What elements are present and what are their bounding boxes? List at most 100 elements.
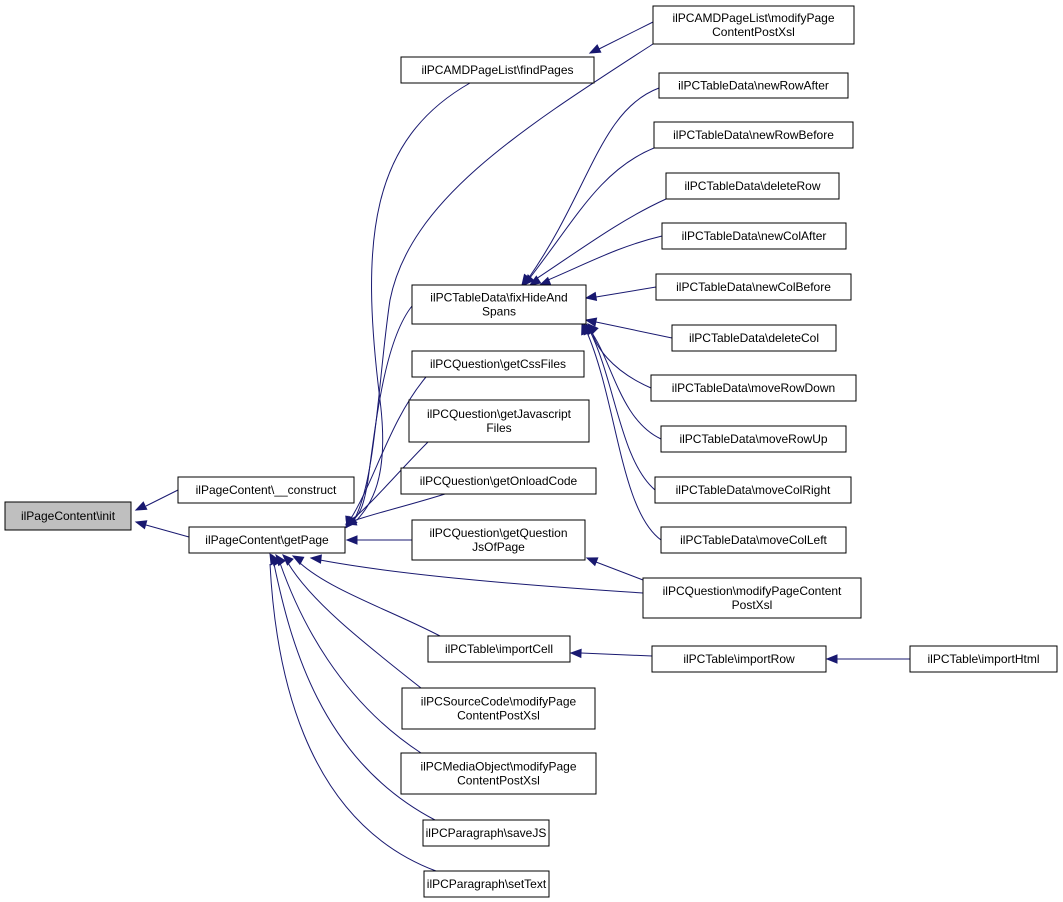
node-box [411,284,587,325]
node-init[interactable]: ilPageContent\init [4,501,132,531]
node-box [400,752,597,795]
edge-importcell-getpage-arrowhead [291,555,305,566]
node-new-col-before[interactable]: ilPCTableData\newColBefore [655,273,852,301]
node-box [408,399,590,443]
node-delete-row[interactable]: ilPCTableData\deleteRow [665,172,840,200]
node-label-line: ilPageContent\init [21,509,116,523]
edges-layer [134,21,910,872]
node-box [655,273,852,301]
node-box [400,56,595,84]
node-label-line: ilPCTable\importCell [445,642,553,656]
node-label-line: ilPageContent\getPage [205,533,329,547]
node-save-j-s[interactable]: ilPCParagraph\saveJS [422,819,550,847]
edge-movecolleft-fixhide-arrowhead [581,322,591,336]
node-label-line: ilPCTableData\moveRowUp [679,432,827,446]
node-label-line: ilPCTable\importHtml [927,652,1039,666]
node-label-line: ilPCSourceCode\modifyPage [421,695,577,709]
edge-movecolleft-fixhide [581,322,662,541]
node-move-row-down[interactable]: ilPCTableData\moveRowDown [650,374,857,402]
nodes-layer: ilPageContent\init ilPageContent\__constr… [4,5,1058,898]
edge-newcolafter-fixhide-arrowhead [538,276,552,286]
node-label-line: Files [486,421,511,435]
node-set-text[interactable]: ilPCParagraph\setText [423,870,550,898]
edge-deletecol-fixhide-arrowhead [584,317,598,327]
edge-getpage-init [134,520,190,538]
edge-settext-getpage [269,552,437,872]
node-label-line: Spans [482,305,516,319]
node-box [665,172,840,200]
node-new-col-after[interactable]: ilPCTableData\newColAfter [661,222,847,250]
edge-questionmodify-getpage-arrowhead [309,554,322,564]
node-label-line: ilPCTableData\deleteCol [689,331,819,345]
node-box [661,222,847,250]
edge-construct-init [134,489,179,511]
node-label-line: ContentPostXsl [712,25,795,39]
node-construct[interactable]: ilPageContent\__construct [177,476,355,504]
node-label-line: ilPCQuestion\getCssFiles [430,357,566,371]
edge-getonload-getpage [344,493,446,526]
node-new-row-after[interactable]: ilPCTableData\newRowAfter [658,72,849,99]
edge-deleterow-fixhide [528,198,667,286]
node-label-line: ilPCParagraph\saveJS [426,826,547,840]
edge-questionmodify-getpage [309,554,644,594]
node-label-line: JsOfPage [472,540,525,554]
edge-questionmodify-getquestionjs [585,557,644,581]
node-import-html[interactable]: ilPCTable\importHtml [909,645,1058,673]
node-box [411,350,585,378]
node-get-onload[interactable]: ilPCQuestion\getOnloadCode [400,467,597,495]
edge-getpage-init-arrowhead [134,520,148,530]
node-box [427,635,571,663]
node-box [422,819,550,847]
node-box [400,467,597,495]
node-box [652,5,855,45]
edge-moverowup-fixhide [585,322,662,440]
edge-getonload-getpage-arrowhead [344,516,358,526]
edge-newcolbefore-fixhide [584,286,657,302]
node-label-line: ilPCQuestion\getOnloadCode [420,474,578,488]
node-label-line: ilPCQuestion\modifyPageContent [663,584,842,598]
node-box [188,526,346,554]
edge-newcolbefore-fixhide-arrowhead [584,291,598,302]
node-label-line: ilPCParagraph\setText [427,877,547,891]
node-get-css-files[interactable]: ilPCQuestion\getCssFiles [411,350,585,378]
node-move-col-left[interactable]: ilPCTableData\moveColLeft [660,526,847,554]
node-label-line: PostXsl [732,598,773,612]
edge-importcell-getpage [291,555,441,637]
edge-settext-getpage-arrowhead [269,552,280,566]
edge-deletecol-fixhide [584,317,673,339]
node-box [650,374,857,402]
node-new-row-before[interactable]: ilPCTableData\newRowBefore [653,121,854,149]
edge-importrow-importcell [569,648,653,659]
node-label-line: ilPCTable\importRow [683,652,795,666]
node-box [660,526,847,554]
node-label-line: ilPCTableData\moveColRight [676,483,831,497]
node-box [4,501,132,531]
node-import-cell[interactable]: ilPCTable\importCell [427,635,571,663]
edge-sourcemodify-getpage [282,554,422,689]
node-label-line: ilPCTableData\newRowBefore [673,128,834,142]
node-move-row-up[interactable]: ilPCTableData\moveRowUp [660,425,847,453]
edge-construct-init-arrowhead [134,501,148,511]
node-delete-col[interactable]: ilPCTableData\deleteCol [671,324,837,352]
edge-questionmodify-getquestionjs-arrowhead [585,557,599,567]
node-import-row[interactable]: ilPCTable\importRow [651,645,827,673]
edge-newrowbefore-fixhide [523,147,655,286]
node-label-line: ilPCTableData\newRowAfter [678,79,829,93]
node-get-page[interactable]: ilPageContent\getPage [188,526,346,554]
edge-sourcemodify-getpage-arrowhead [282,554,294,566]
node-find-pages[interactable]: ilPCAMDPageList\findPages [400,56,595,84]
node-move-col-right[interactable]: ilPCTableData\moveColRight [654,476,852,504]
node-label-line: ilPCAMDPageList\findPages [421,63,573,77]
node-box [642,577,862,619]
node-label-line: ilPCTableData\newColBefore [676,280,831,294]
edge-getquestionjs-getpage-arrowhead [345,535,358,545]
node-box [423,870,550,898]
